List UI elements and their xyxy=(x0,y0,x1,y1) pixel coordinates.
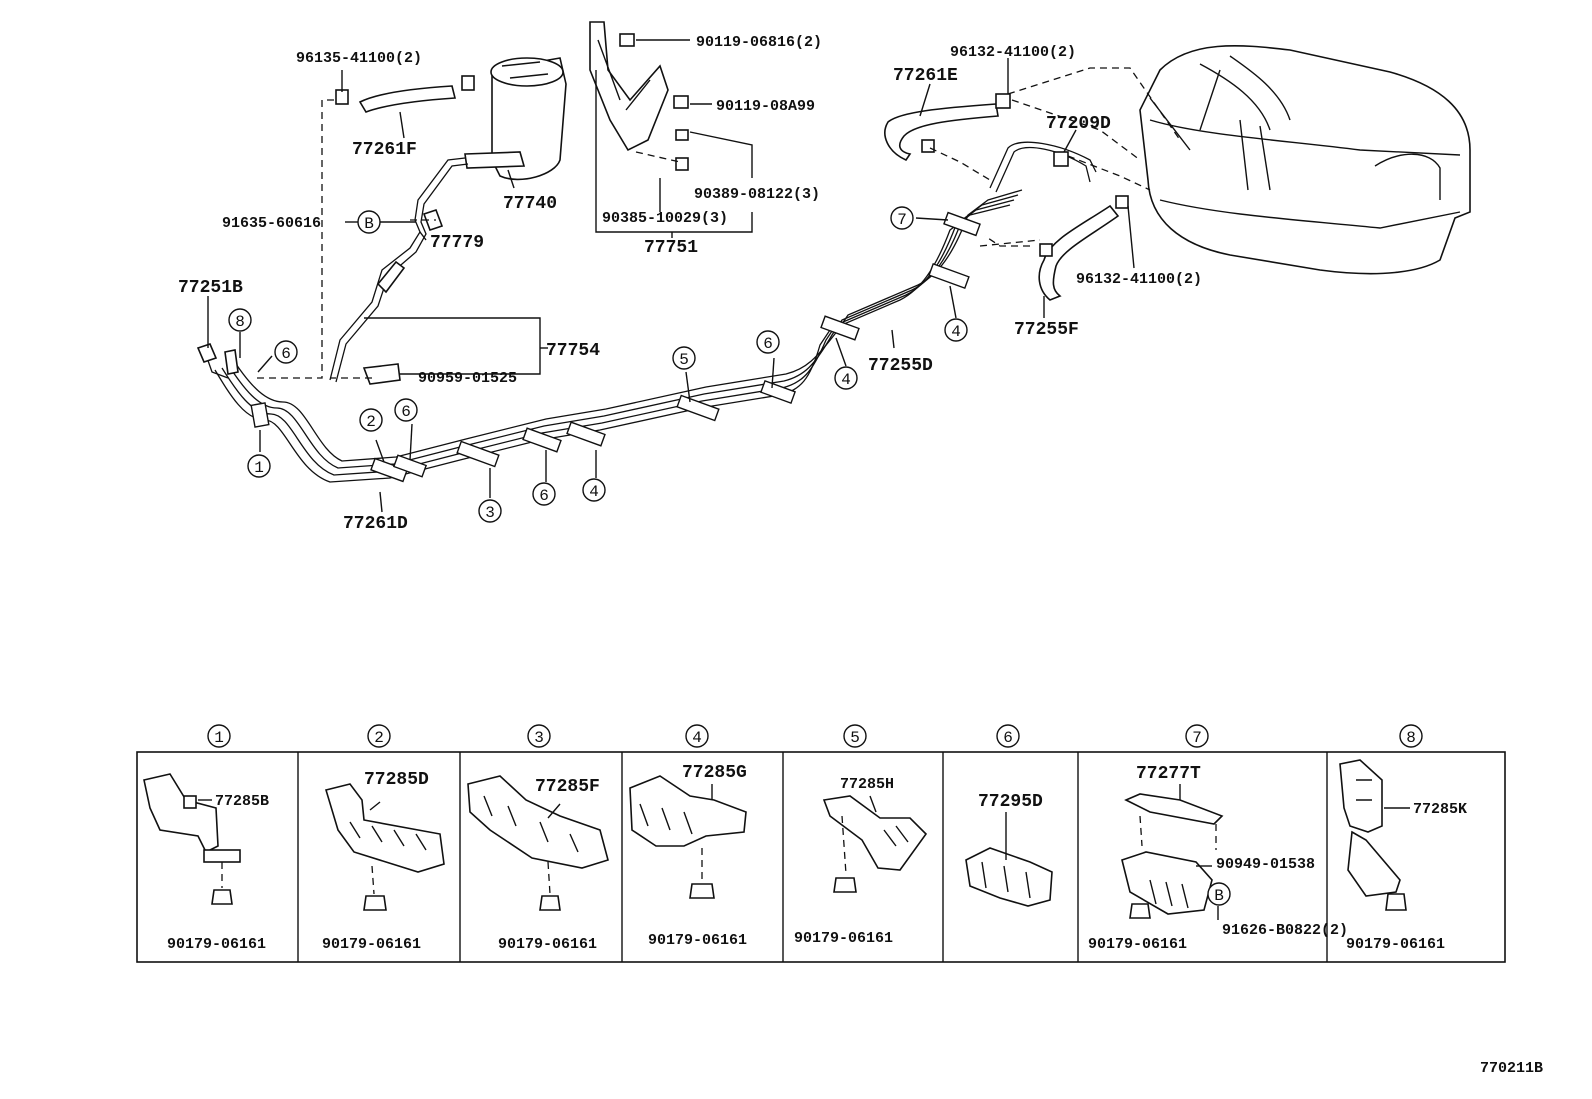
reference-dashed-lines xyxy=(255,67,1181,379)
panel-7-part2-label: 90949-01538 xyxy=(1216,856,1315,873)
svg-text:2: 2 xyxy=(366,413,376,431)
bracket-77751-group xyxy=(589,21,753,238)
panel-7-callout-B: B xyxy=(1207,882,1231,906)
label-90385-10029: 90385-10029(3) xyxy=(602,210,728,227)
callout-4-far-right: 4 xyxy=(944,318,968,342)
svg-text:B: B xyxy=(364,215,374,233)
panel-1-bolt-label: 90179-06161 xyxy=(167,936,266,953)
callout-B-top: B xyxy=(357,210,381,234)
panel-4-part-label: 77285G xyxy=(682,763,747,783)
callout-3-top: 3 xyxy=(478,499,502,523)
panel-3-part-label: 77285F xyxy=(535,777,600,797)
panel-8-part-label: 77285K xyxy=(1413,801,1467,818)
panel-2-bolt-label: 90179-06161 xyxy=(322,936,421,953)
panel-5-bolt-label: 90179-06161 xyxy=(794,930,893,947)
fuel-filter-group xyxy=(329,57,567,385)
svg-text:6: 6 xyxy=(401,403,411,421)
panel-5-callout: 5 xyxy=(850,729,860,747)
callout-7-top: 7 xyxy=(890,206,914,230)
svg-text:6: 6 xyxy=(763,335,773,353)
panel-4-bolt-label: 90179-06161 xyxy=(648,932,747,949)
detail-panel-7: 7 77277T 90949-01538 B 91626-B0822(2) 90… xyxy=(1088,724,1348,953)
svg-text:6: 6 xyxy=(281,345,291,363)
callout-4-right: 4 xyxy=(834,366,858,390)
label-77779: 77779 xyxy=(430,233,484,253)
callout-6-left: 6 xyxy=(274,340,298,364)
panel-2-callout: 2 xyxy=(374,729,384,747)
svg-text:4: 4 xyxy=(589,483,599,501)
detail-panel-3: 3 77285F 90179-06161 xyxy=(467,724,609,953)
panel-7-part3-label: 91626-B0822(2) xyxy=(1222,922,1348,939)
panel-4-callout: 4 xyxy=(692,729,702,747)
panel-7-bolt-label: 90179-06161 xyxy=(1088,936,1187,953)
svg-text:7: 7 xyxy=(897,211,907,229)
panel-7-callout: 7 xyxy=(1192,729,1202,747)
label-77261E: 77261E xyxy=(893,66,958,86)
label-77261D: 77261D xyxy=(343,514,408,534)
svg-text:4: 4 xyxy=(841,371,851,389)
fuel-tank xyxy=(1139,45,1471,275)
svg-text:B: B xyxy=(1214,887,1224,905)
panel-8-bolt-label: 90179-06161 xyxy=(1346,936,1445,953)
svg-text:1: 1 xyxy=(254,459,264,477)
pipe-clamps xyxy=(250,211,981,483)
detail-panel-6: 6 77295D xyxy=(965,724,1053,907)
label-90389-08122: 90389-08122(3) xyxy=(694,186,820,203)
svg-text:8: 8 xyxy=(235,313,245,331)
label-77754: 77754 xyxy=(546,341,600,361)
callout-1-top: 1 xyxy=(247,454,271,478)
panel-7-part-label: 77277T xyxy=(1136,764,1201,784)
panel-1-callout: 1 xyxy=(214,729,224,747)
label-77255D: 77255D xyxy=(868,356,933,376)
detail-panel-5: 5 77285H 90179-06161 xyxy=(794,724,928,947)
label-90959-01525: 90959-01525 xyxy=(418,370,517,387)
callout-5-top: 5 xyxy=(672,346,696,370)
svg-text:3: 3 xyxy=(485,504,495,522)
figure-code: 770211B xyxy=(1480,1060,1543,1077)
label-77209D: 77209D xyxy=(1046,114,1111,134)
label-90119-08A99: 90119-08A99 xyxy=(716,98,815,115)
top-diagram-labels: 96135-41100(2) 77261F 77740 91635-60616 … xyxy=(178,34,1202,534)
detail-panel-8: 8 77285K 90179-06161 xyxy=(1339,724,1467,953)
leader-lines xyxy=(207,58,1135,513)
panel-2-part-label: 77285D xyxy=(364,770,429,790)
panel-8-callout: 8 xyxy=(1406,729,1416,747)
callout-6-mid: 6 xyxy=(532,482,556,506)
label-77251B: 77251B xyxy=(178,278,243,298)
top-diagram-callouts: B 8 6 1 2 6 3 6 xyxy=(228,206,968,523)
panel-1-part-label: 77285B xyxy=(215,793,269,810)
callout-4-mid: 4 xyxy=(582,478,606,502)
label-77751: 77751 xyxy=(644,238,698,258)
svg-text:4: 4 xyxy=(951,323,961,341)
label-77261F: 77261F xyxy=(352,140,417,160)
panel-6-callout: 6 xyxy=(1003,729,1013,747)
detail-panel-1: 1 77285B 90179-06161 xyxy=(143,724,269,953)
panel-3-bolt-label: 90179-06161 xyxy=(498,936,597,953)
svg-text:6: 6 xyxy=(539,487,549,505)
callout-6-right: 6 xyxy=(756,330,780,354)
callout-6-mid-left: 6 xyxy=(394,398,418,422)
label-91635-60616: 91635-60616 xyxy=(222,215,321,232)
label-90119-06816: 90119-06816(2) xyxy=(696,34,822,51)
panel-3-callout: 3 xyxy=(534,729,544,747)
label-96132-41100-top: 96132-41100(2) xyxy=(950,44,1076,61)
callout-2-top: 2 xyxy=(359,408,383,432)
detail-panel-2: 2 77285D 90179-06161 xyxy=(322,724,445,953)
callout-8-top: 8 xyxy=(228,308,252,332)
tank-hoses xyxy=(884,93,1129,301)
label-96135-41100: 96135-41100(2) xyxy=(296,50,422,67)
label-77740: 77740 xyxy=(503,194,557,214)
label-96132-41100-bottom: 96132-41100(2) xyxy=(1076,271,1202,288)
label-77255F: 77255F xyxy=(1014,320,1079,340)
svg-text:5: 5 xyxy=(679,351,689,369)
panel-6-part-label: 77295D xyxy=(978,792,1043,812)
panel-5-part-label: 77285H xyxy=(840,776,894,793)
detail-panel-4: 4 77285G 90179-06161 xyxy=(629,724,747,949)
detail-panels: 1 77285B 90179-06161 2 77285D 90179-0616… xyxy=(136,724,1506,963)
